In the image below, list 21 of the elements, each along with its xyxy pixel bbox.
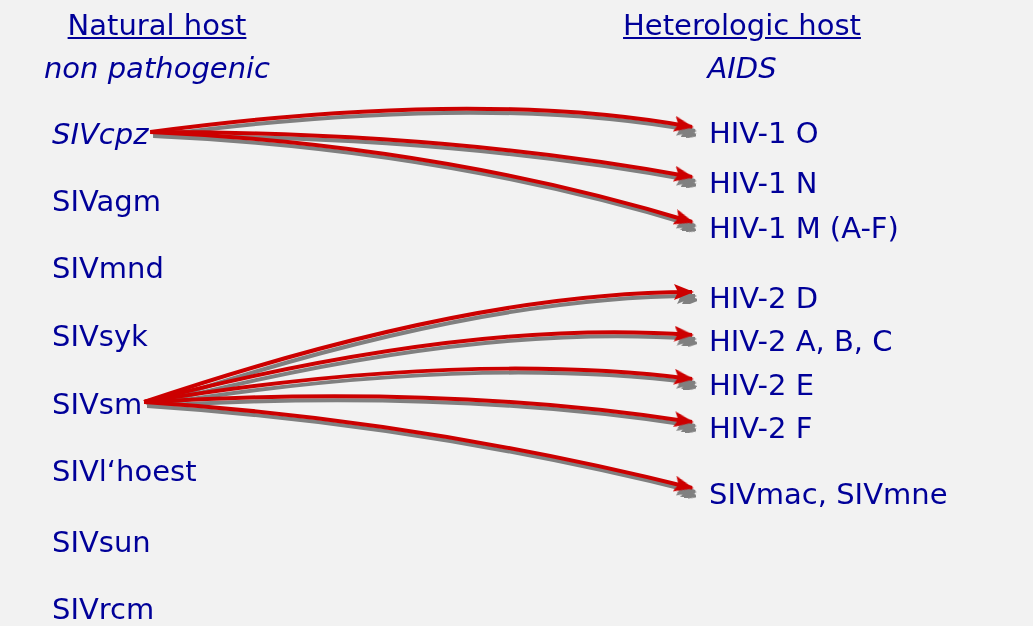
virus-label: SIVrcm	[52, 592, 155, 626]
column-subheading: AIDS	[707, 51, 777, 85]
column-heading: Heterologic host	[623, 8, 861, 42]
virus-label: HIV-2 F	[690, 411, 813, 445]
virus-label: HIV-2 A, B, C	[690, 324, 893, 358]
virus-label: SIVagm	[52, 184, 161, 218]
virus-label: SIVsm	[52, 387, 143, 421]
virus-label: HIV-1 O	[690, 116, 819, 150]
virus-label: HIV-2 D	[690, 281, 818, 315]
arrow	[144, 400, 694, 492]
virus-label: SIVmac, SIVmne	[690, 477, 948, 511]
virus-label: HIV-2 E	[690, 368, 814, 402]
column-subheading: non pathogenic	[44, 51, 270, 85]
virus-label: HIV-1 M (A-F)	[690, 211, 899, 245]
virus-label: HIV-1 N	[690, 166, 818, 200]
column-heading: Natural host	[67, 8, 247, 42]
virus-label: SIVcpz	[52, 117, 149, 151]
virus-label: SIVsyk	[52, 319, 148, 353]
virus-label: SIVmnd	[52, 251, 164, 285]
virus-label: SIVl‘hoest	[52, 454, 197, 488]
virus-label: SIVsun	[52, 525, 151, 559]
